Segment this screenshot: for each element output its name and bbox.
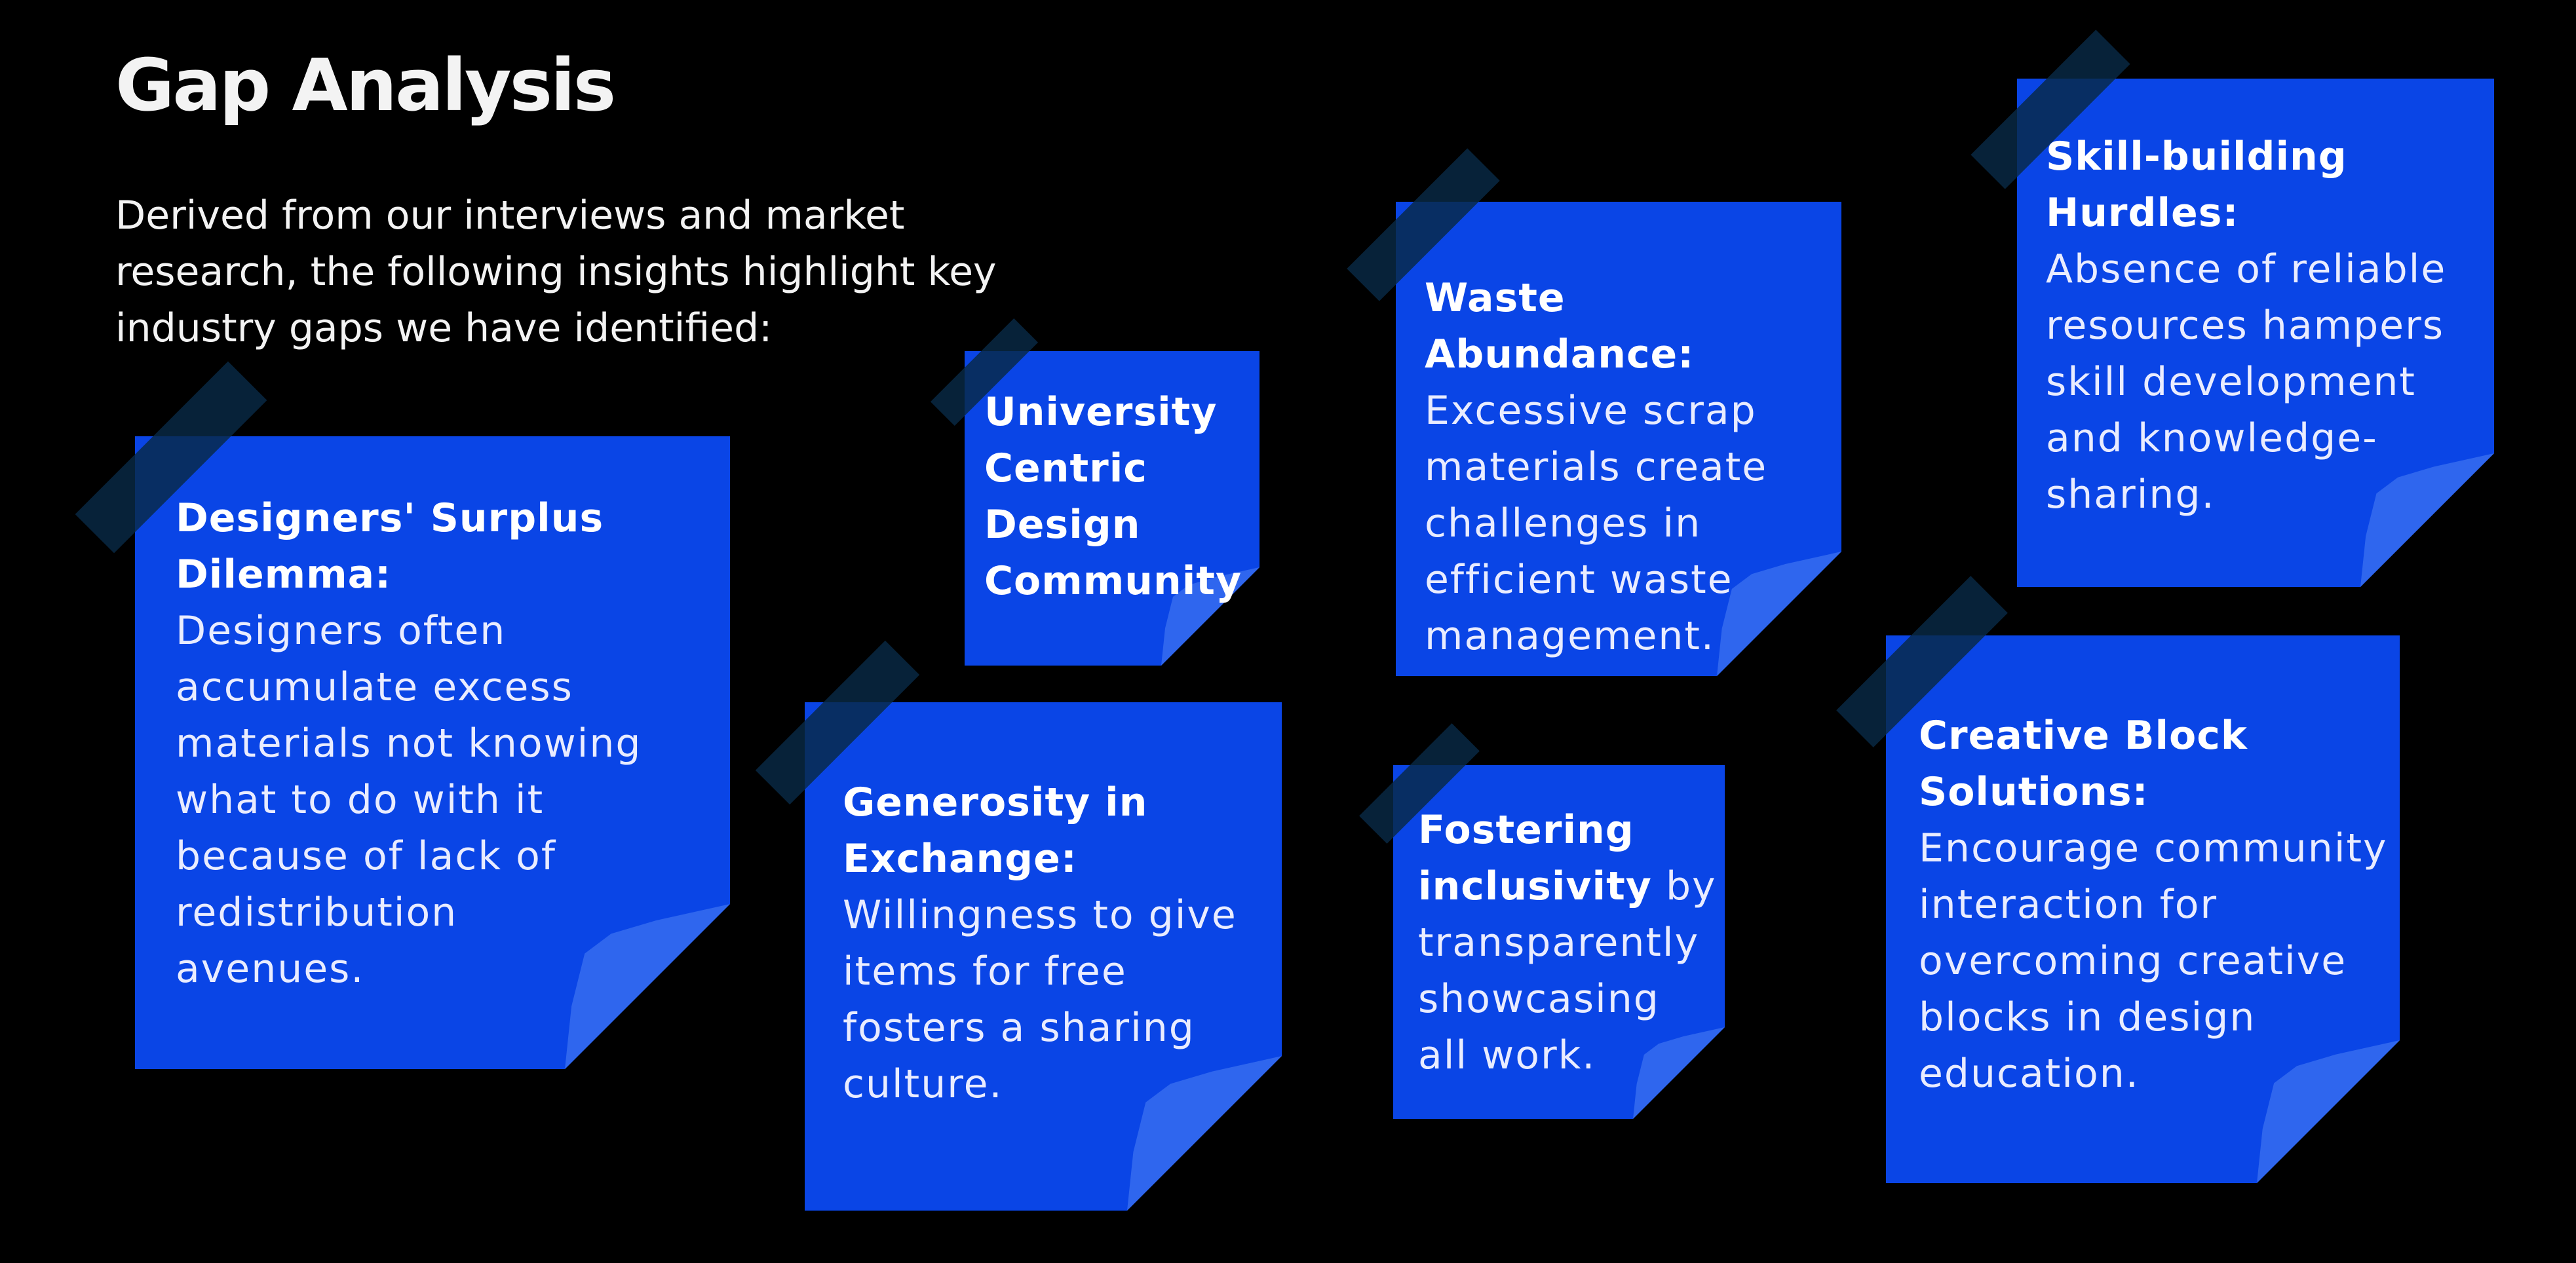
note-heading: University Centric Design Community [984,389,1242,604]
sticky-note-waste-abundance: Waste Abundance: Excessive scrap materia… [1347,148,1841,676]
note-heading: Fostering inclusivity [1418,807,1652,909]
sticky-note-skill-building: Skill-building Hurdles: Absence of relia… [1970,29,2494,587]
note-heading: Designers' Surplus Dilemma: [176,495,604,597]
sticky-note-generosity: Generosity in Exchange: Willingness to g… [755,640,1282,1211]
note-heading: Creative Block Solutions: [1919,713,2248,815]
page-subtitle: Derived from our interviews and market r… [115,193,997,351]
note-heading: Generosity in Exchange: [843,780,1148,882]
note-heading: Waste Abundance: [1425,275,1695,377]
note-body: Absence of reliable resources hampers sk… [2046,246,2447,518]
note-body: Designers often accumulate excess materi… [176,608,642,992]
note-text: Waste Abundance: Excessive scrap materia… [1425,270,1837,664]
note-text: Fostering inclusivity by transparently s… [1418,802,1720,1084]
note-text: Skill-building Hurdles: Absence of relia… [2046,128,2491,523]
sticky-note-creative-block: Creative Block Solutions: Encourage comm… [1836,576,2400,1183]
note-text: Designers' Surplus Dilemma: Designers of… [176,490,647,997]
note-body: Excessive scrap materials create challen… [1425,388,1768,659]
note-body: Willingness to give items for free foste… [843,892,1237,1107]
note-text: Generosity in Exchange: Willingness to g… [843,774,1262,1112]
sticky-note-university-community: University Centric Design Community [930,318,1259,666]
sticky-note-fostering-inclusivity: Fostering inclusivity by transparently s… [1359,723,1725,1119]
note-text: Creative Block Solutions: Encourage comm… [1919,707,2391,1102]
note-body: Encourage community interaction for over… [1919,825,2388,1097]
sticky-note-designers-surplus: Designers' Surplus Dilemma: Designers of… [75,361,730,1069]
note-body: by transparently showcasing all work. [1418,863,1717,1078]
note-text: University Centric Design Community [984,384,1253,609]
page-title: Gap Analysis [115,43,616,127]
note-heading: Skill-building Hurdles: [2046,134,2347,236]
